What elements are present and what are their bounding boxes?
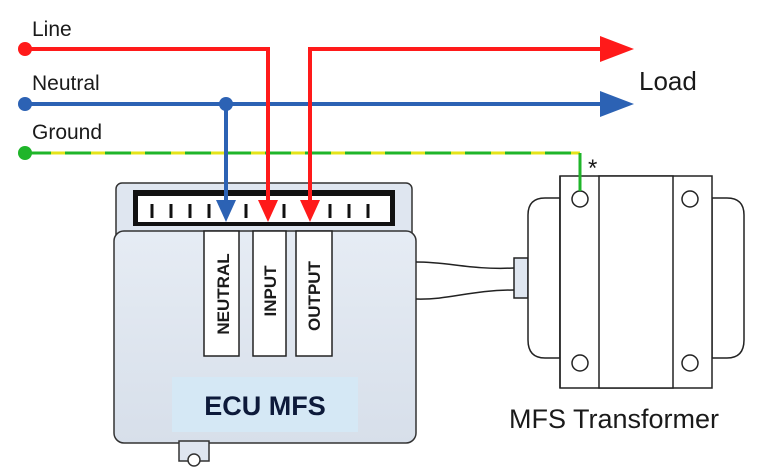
output-wire bbox=[300, 36, 634, 222]
ground-marker: * bbox=[588, 155, 597, 182]
ground-wire bbox=[18, 146, 582, 191]
ground-label: Ground bbox=[32, 121, 102, 144]
mfs-transformer bbox=[527, 175, 745, 389]
transformer-bolt-br bbox=[681, 354, 699, 372]
ecu-name: ECU MFS bbox=[204, 391, 326, 421]
mount-hole bbox=[187, 453, 201, 467]
line-origin-dot bbox=[18, 42, 32, 56]
terminal-screws bbox=[150, 204, 370, 218]
line-label: Line bbox=[32, 18, 72, 41]
transformer-bolt-tr bbox=[681, 190, 699, 208]
transformer-name: MFS Transformer bbox=[509, 404, 719, 434]
ground-origin-dot bbox=[18, 146, 32, 160]
terminal-output: OUTPUT bbox=[295, 230, 333, 357]
ecu-name-panel bbox=[172, 377, 358, 432]
transformer-bolt-tl bbox=[571, 190, 589, 208]
transformer-bolt-bl bbox=[571, 354, 589, 372]
terminal-neutral: NEUTRAL bbox=[203, 230, 240, 357]
terminal-input: INPUT bbox=[252, 230, 287, 357]
terminal-input-label: INPUT bbox=[261, 265, 280, 317]
transformer-core bbox=[598, 175, 674, 389]
neutral-label: Neutral bbox=[32, 72, 100, 95]
terminal-neutral-label: NEUTRAL bbox=[214, 253, 233, 334]
terminal-output-label: OUTPUT bbox=[305, 260, 324, 331]
line-wire bbox=[18, 42, 278, 222]
neutral-wire bbox=[18, 91, 634, 222]
load-label: Load bbox=[639, 66, 697, 96]
neutral-origin-dot bbox=[18, 97, 32, 111]
ecu-unit: NEUTRAL INPUT OUTPUT ECU MFS bbox=[113, 182, 417, 467]
transformer-cable bbox=[415, 257, 529, 300]
transformer-body-outline bbox=[527, 197, 561, 359]
